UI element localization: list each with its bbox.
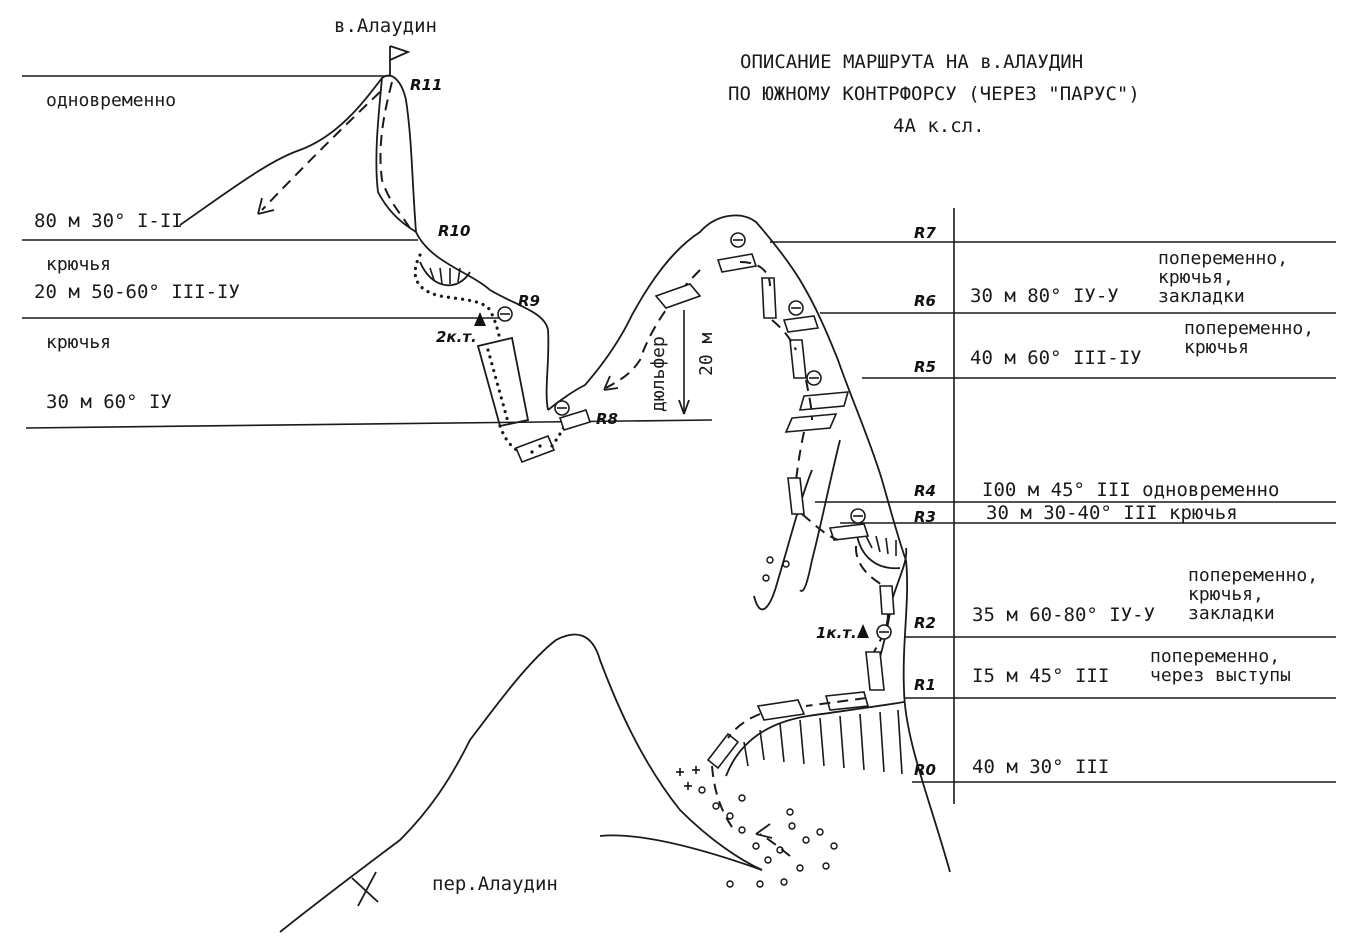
segment-r2-note: попеременно,крючья,закладки (1188, 565, 1318, 624)
route-buttress-2 (771, 319, 797, 351)
segment-id-r1: R1 (914, 676, 936, 694)
left-row-1-note: одновременно (46, 90, 176, 111)
segment-id-r5: R5 (914, 358, 936, 376)
route-point-r10: R10 (438, 222, 470, 240)
piton-block-r5-b (798, 391, 850, 411)
anchor-icon-r2 (876, 624, 892, 640)
descent-arrowhead-icon (257, 197, 275, 215)
segment-r6-note: попеременно,крючья,закладки (1158, 248, 1288, 307)
descent-arrow-line (261, 91, 381, 211)
route-buttress-4 (795, 431, 805, 481)
segment-r5-note: попеременно,крючья (1184, 318, 1314, 358)
route-buttress-3 (805, 379, 813, 421)
segment-r2-desc: 35 м 60-80° IУ-У (972, 604, 1155, 626)
control-point-2-icon (474, 312, 486, 326)
piton-block-r2 (879, 585, 895, 615)
peak-label: в.Алаудин (334, 15, 437, 37)
scree-stones-upper (762, 556, 790, 582)
anchor-icon-r7 (730, 232, 746, 248)
piton-block-r1 (865, 651, 885, 691)
upper-ridge (179, 74, 907, 561)
dulfer-length-arrowhead-icon (678, 399, 690, 415)
piton-block-r1-a (756, 699, 806, 721)
summit-flag-icon (389, 45, 411, 76)
route-approach (759, 833, 791, 857)
route-buttress-6 (854, 545, 885, 587)
left-table-lines (22, 75, 713, 429)
dulfer-length: 20 м (696, 332, 717, 376)
route-buttress-10 (711, 765, 735, 831)
chimney-feature (476, 336, 530, 454)
left-row-3-note: крючья (46, 332, 111, 353)
piton-block-r0 (706, 732, 740, 770)
segment-r4-desc: I00 м 45° III одновременно (982, 479, 1279, 501)
crosses-marker-icon (676, 766, 700, 790)
route-r8-dotted (550, 422, 568, 448)
route-point-r8: R8 (596, 410, 618, 428)
piton-block-r5 (789, 339, 807, 379)
route-buttress-1 (739, 261, 771, 287)
piton-block-r6 (761, 277, 777, 319)
segment-r5-desc: 40 м 60° III-IУ (970, 347, 1142, 369)
lower-mountain (279, 633, 905, 933)
route-point-r11: R11 (410, 76, 442, 94)
segment-id-r3: R3 (914, 508, 936, 526)
cornice-hatch-upper (419, 261, 471, 287)
route-buttress-5 (801, 513, 839, 541)
pass-marker-icon (351, 871, 379, 907)
piton-block-r6-b (782, 315, 820, 333)
scree-stones-lower (698, 786, 838, 888)
segment-id-r6: R6 (914, 292, 936, 310)
route-buttress-8 (805, 697, 867, 707)
anchor-icon-r9 (497, 306, 513, 322)
segment-id-r0: R0 (914, 761, 936, 779)
segment-id-r4: R4 (914, 482, 936, 500)
title-line-2: ПО ЮЖНОМУ КОНТРФОРСУ (ЧЕРЕЗ "ПАРУС") (728, 83, 1140, 105)
title-line-1: ОПИСАНИЕ МАРШРУТА НА в.АЛАУДИН (740, 51, 1083, 73)
anchor-icon-r8 (554, 400, 570, 416)
piton-block-r4 (787, 477, 805, 515)
approach-arrowhead-icon (755, 823, 773, 839)
control-point-1-icon (857, 624, 869, 638)
segment-r1-desc: I5 м 45° III (972, 665, 1109, 687)
title-line-3: 4А к.сл. (893, 115, 985, 137)
piton-block-r3 (828, 523, 870, 541)
dulfer-arrowhead-icon (603, 375, 619, 391)
segment-r1-note: попеременно,через выступы (1150, 646, 1291, 686)
anchor-icon-r3 (850, 508, 866, 524)
buttress-rock (753, 439, 951, 873)
segment-r0-desc: 40 м 30° III (972, 756, 1109, 778)
piton-block-r7 (716, 253, 758, 273)
right-table-lines (770, 208, 1336, 804)
segment-r3-desc: 30 м 30-40° III крючья (986, 502, 1238, 524)
route-buttress-9 (727, 713, 761, 739)
left-row-2-note: крючья (46, 254, 111, 275)
left-row-1-desc: 80 м 30° I-II (34, 210, 183, 232)
control-point-1-label: 1к.т. (816, 624, 857, 642)
segment-r6-desc: 30 м 80° IУ-У (970, 285, 1119, 307)
route-upper-dashed (379, 81, 413, 233)
segment-id-r2: R2 (914, 614, 936, 632)
piton-block-r4-a (784, 413, 838, 433)
anchor-icon-r5 (806, 370, 822, 386)
route-point-r9: R9 (518, 292, 540, 310)
segment-id-r7: R7 (914, 224, 937, 242)
piton-block-r8 (558, 409, 592, 431)
left-row-2-desc: 20 м 50-60° III-IУ (34, 281, 240, 303)
slope-hatching (743, 709, 903, 775)
piton-block-dulfer-top (654, 283, 702, 309)
dulfer-label: дюльфер (648, 336, 669, 412)
piton-block-r8-lower (514, 434, 556, 464)
left-row-3-desc: 30 м 60° IУ (46, 391, 172, 413)
anchor-icon-r6 (788, 300, 804, 316)
control-point-2-label: 2к.т. (436, 328, 477, 346)
pass-label: пер.Алаудин (432, 873, 558, 895)
